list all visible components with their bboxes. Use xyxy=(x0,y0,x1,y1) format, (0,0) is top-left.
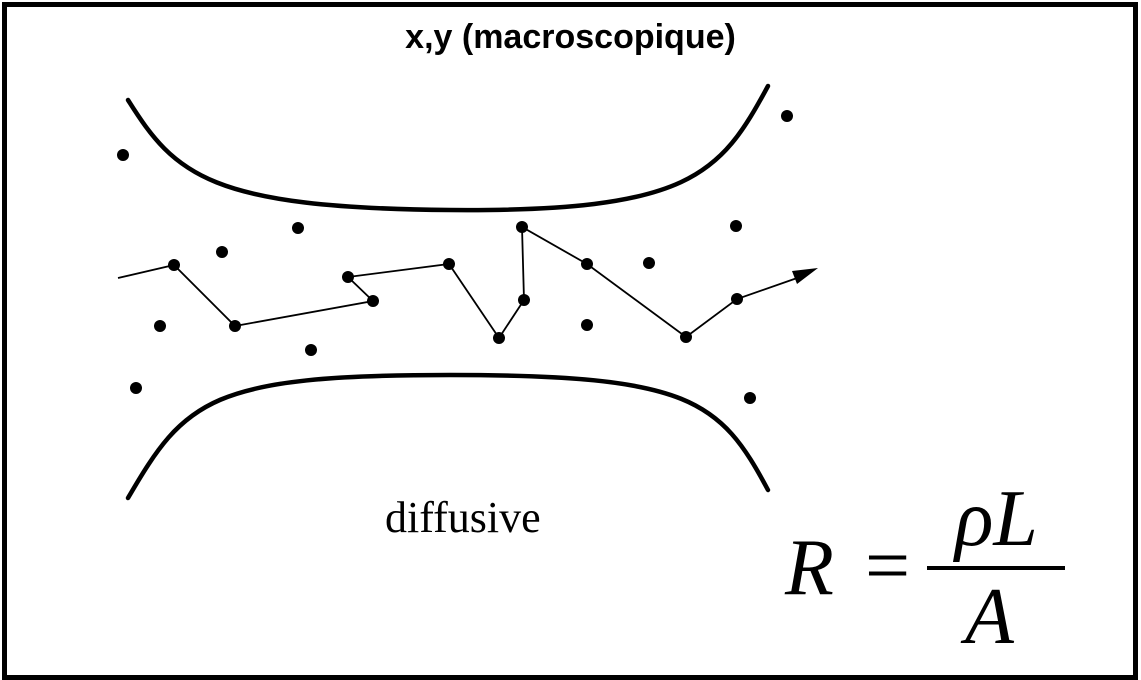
fraction-bar xyxy=(927,566,1065,570)
formula-lhs: R xyxy=(785,524,834,612)
formula-numerator: ρL xyxy=(955,475,1038,563)
trajectory-arrowhead xyxy=(792,268,818,284)
formula-denominator: A xyxy=(965,573,1014,661)
upper-wall xyxy=(125,83,771,213)
formula-equals: = xyxy=(865,522,911,610)
scatterers-free xyxy=(117,110,793,404)
resistance-formula: R = ρL A xyxy=(785,475,1115,668)
diagram-title: x,y (macroscopique) xyxy=(405,18,736,56)
regime-label: diffusive xyxy=(385,493,541,542)
electron-trajectory xyxy=(117,225,801,340)
scatterers-on-path xyxy=(168,221,743,344)
lower-wall xyxy=(125,372,771,501)
